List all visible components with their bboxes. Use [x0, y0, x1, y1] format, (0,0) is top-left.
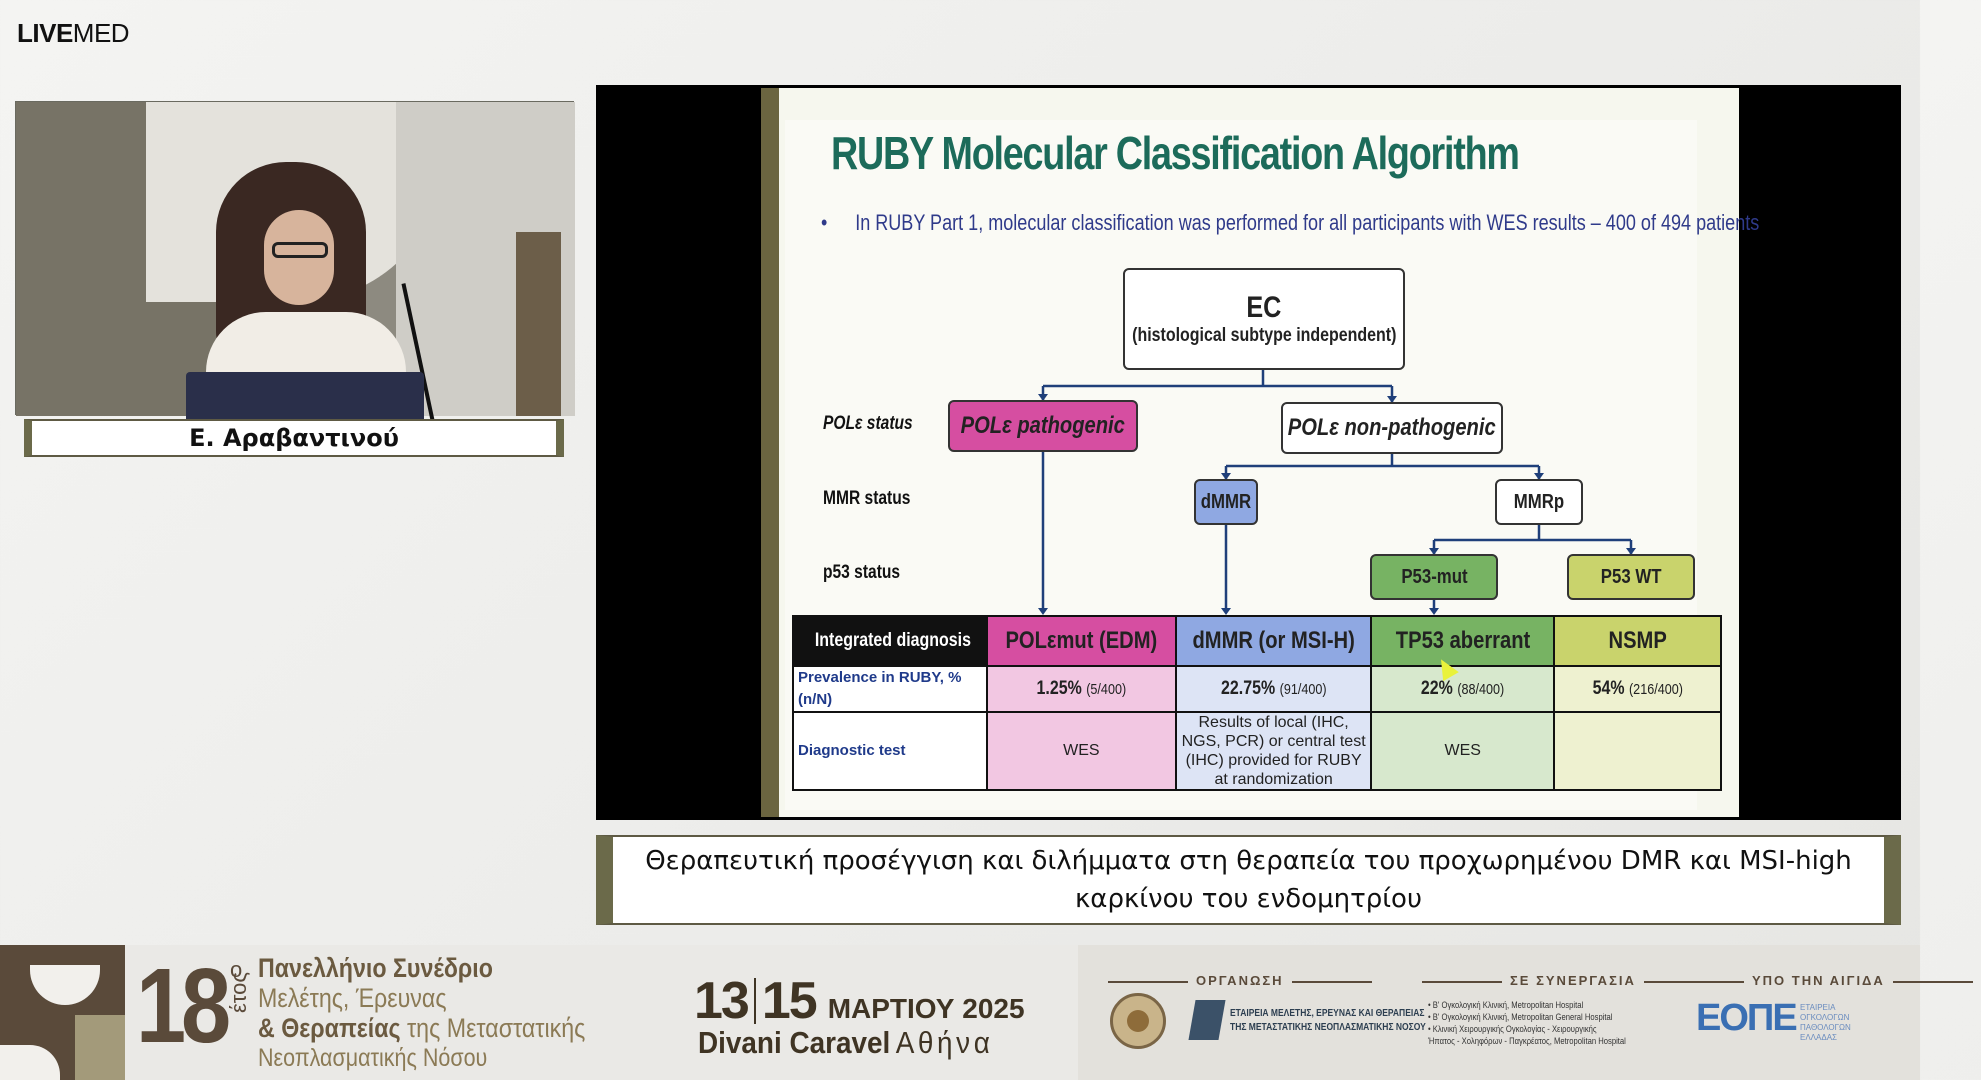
integrated-diagnosis-table: Integrated diagnosis POLεmut (EDM) dMMR … — [792, 615, 1722, 791]
table-row: Prevalence in RUBY, % (n/N) 1.25% (5/400… — [792, 665, 1722, 713]
dmmr-node: dMMR — [1194, 479, 1258, 525]
table-cell: Prevalence in RUBY, % (n/N) — [792, 665, 988, 713]
talk-title-caption: Θεραπευτική προσέγγιση και διλήμματα στη… — [596, 835, 1901, 925]
table-cell: 54% (216/400) — [1553, 665, 1722, 713]
table-cell — [1553, 711, 1722, 791]
table-cell: WES — [1370, 711, 1556, 791]
conference-footer: 18 ο έτος Πανελλήνιο Συνέδριο Μελέτης, Έ… — [0, 945, 1920, 1080]
edition-year-label: έτος — [226, 971, 251, 1013]
table-cell: TP53 aberrant — [1370, 615, 1556, 667]
table-cell: Results of local (IHC, NGS, PCR) or cent… — [1174, 711, 1373, 791]
table-cell: 22% (88/400) — [1370, 665, 1556, 713]
table-cell: dMMR (or MSI-H) — [1174, 615, 1373, 667]
mmrp-node: MMRp — [1495, 479, 1583, 525]
pole-pathogenic-node: POLε pathogenic — [948, 400, 1138, 452]
presentation-slide: RUBY Molecular Classification Algorithm … — [761, 88, 1759, 817]
collaboration-heading: ΣΕ ΣΥΝΕΡΓΑΣΙΑ — [1414, 973, 1732, 988]
livemed-logo: LIVEMED — [17, 18, 130, 48]
speaker-name: Ε. Αραβαντινού — [24, 419, 564, 457]
table-cell: Integrated diagnosis — [792, 615, 988, 667]
society-seal-logo — [1110, 993, 1166, 1049]
p53-wt-node: P53 WT — [1567, 554, 1695, 600]
mmr-status-label: MMR status — [823, 488, 911, 509]
table-row: Diagnostic test WES Results of local (IH… — [792, 711, 1722, 791]
table-cell: Diagnostic test — [792, 711, 988, 791]
edition-degree: ο — [230, 957, 243, 982]
ec-node: EC (histological subtype independent) — [1123, 268, 1405, 370]
table-cell: WES — [985, 711, 1177, 791]
table-cell: POLεmut (EDM) — [985, 615, 1177, 667]
table-cell: 1.25% (5/400) — [985, 665, 1177, 713]
p53-mut-node: P53-mut — [1370, 554, 1498, 600]
conference-title: Πανελλήνιο Συνέδριο Μελέτης, Έρευνας & Θ… — [258, 953, 586, 1072]
slide-bullet: •In RUBY Part 1, molecular classificatio… — [821, 210, 1760, 235]
conference-logo-graphic — [0, 945, 125, 1080]
pol-status-label: POLε status — [823, 413, 913, 434]
slide-frame: RUBY Molecular Classification Algorithm … — [596, 85, 1901, 820]
table-cell: NSMP — [1553, 615, 1722, 667]
p53-status-label: p53 status — [823, 562, 901, 583]
aegis-heading: ΥΠΟ ΤΗΝ ΑΙΓΙΔΑ — [1656, 973, 1981, 988]
table-cell: 22.75% (91/400) — [1174, 665, 1373, 713]
hospital-partners: • Β' Ογκολογική Κλινική, Metropolitan Ho… — [1428, 1000, 1626, 1046]
pole-non-pathogenic-node: POLε non-pathogenic — [1281, 402, 1503, 454]
slide-title: RUBY Molecular Classification Algorithm — [831, 127, 1520, 179]
table-header-row: Integrated diagnosis POLεmut (EDM) dMMR … — [792, 615, 1722, 667]
edition-number: 18 — [136, 947, 231, 1065]
organization-heading: ΟΡΓΑΝΩΣΗ — [1100, 973, 1380, 988]
eope-logo: ΕΟΠΕ — [1696, 997, 1798, 1039]
speaker-video — [15, 101, 575, 422]
diagram-connectors — [1038, 370, 1636, 615]
